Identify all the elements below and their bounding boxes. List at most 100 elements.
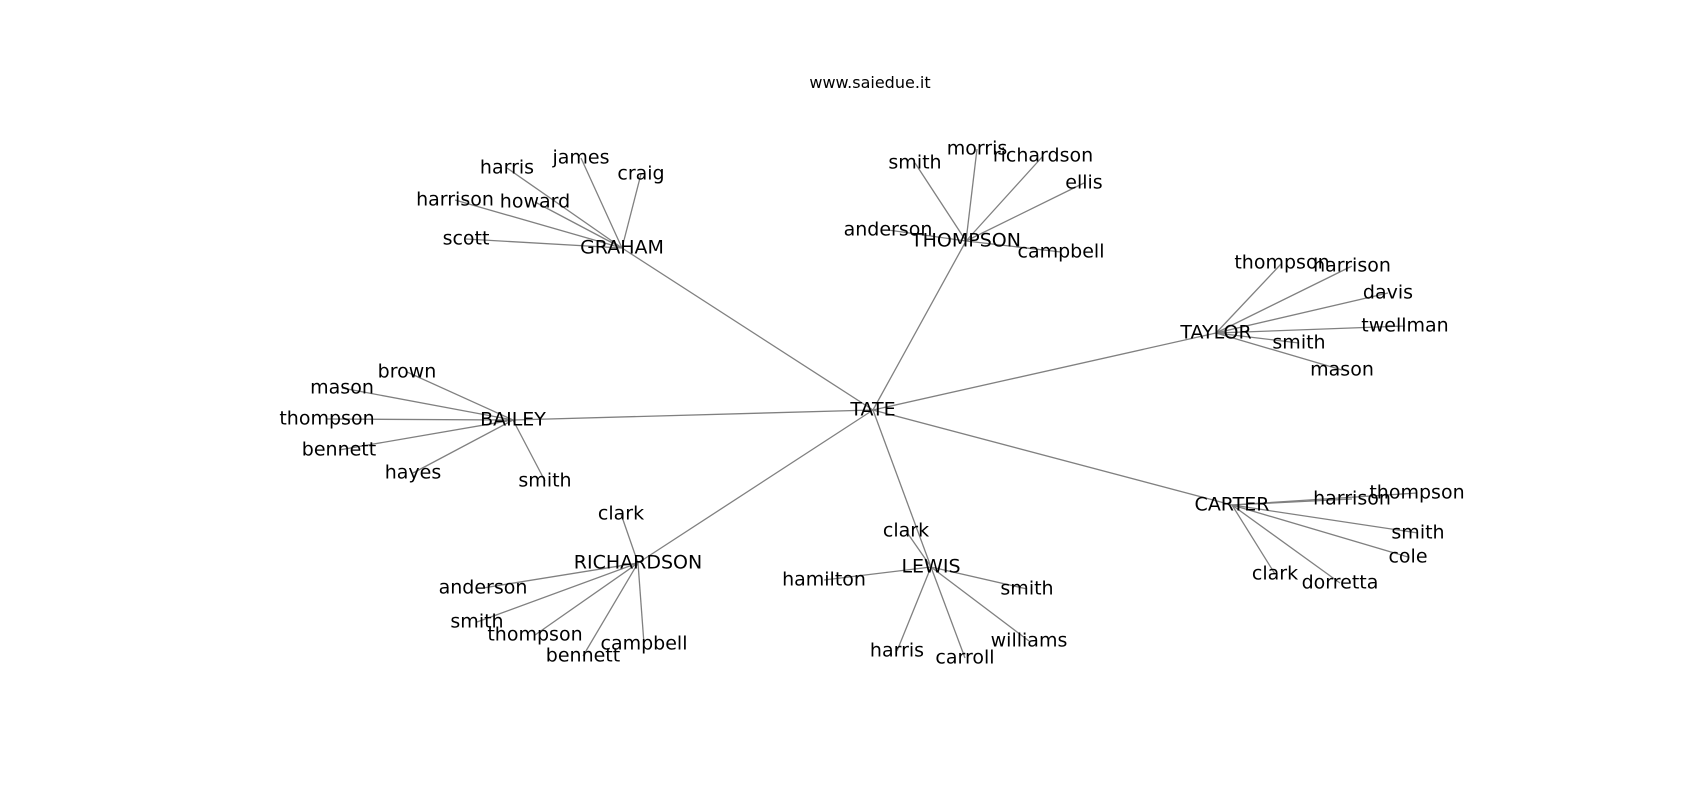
edge-taylor-harrison [1215, 265, 1353, 334]
labels-layer: TATE GRAHAM harris james craig harrison howard… [279, 138, 1464, 669]
edge-thompson-campbell [965, 240, 1062, 253]
hub-node-carter: CARTER [1195, 494, 1270, 516]
edge-bailey-hayes [412, 419, 514, 474]
edge-bailey-brown [406, 371, 514, 421]
edge-taylor-mason [1215, 332, 1343, 371]
edge-bailey-thompson [326, 418, 514, 421]
leaf-node-carter-smith: smith [1391, 522, 1444, 544]
leaf-node-taylor-thompson: thompson [1234, 252, 1329, 274]
edge-lewis-smith [930, 566, 1028, 590]
edge-thompson-anderson [887, 229, 967, 242]
edge-thompson-morris [965, 148, 978, 242]
leaf-node-richardson-smith: smith [450, 611, 503, 633]
edge-graham-harris [506, 167, 623, 249]
leaf-node-bailey-bennett: bennett [302, 439, 376, 461]
edge-tate-lewis [872, 409, 932, 568]
edge-tate-richardson [637, 409, 874, 564]
hub-node-richardson: RICHARDSON [574, 552, 702, 574]
leaf-node-thompson-richardson: richardson [993, 145, 1093, 167]
leaf-node-taylor-davis: davis [1363, 282, 1413, 304]
leaf-node-thompson-morris: morris [947, 138, 1008, 160]
site-watermark: www.saiedue.it [809, 73, 930, 92]
leaf-node-carter-cole: cole [1388, 546, 1427, 568]
leaf-node-lewis-williams: williams [991, 630, 1068, 652]
center-node-label: TATE [849, 399, 895, 421]
hub-node-thompson: THOMPSON [910, 230, 1021, 252]
edge-lewis-harris [896, 566, 932, 652]
leaf-node-carter-dorretta: dorretta [1302, 572, 1379, 594]
leaf-node-graham-harris: harris [480, 157, 534, 179]
leaf-node-taylor-smith: smith [1272, 332, 1325, 354]
leaf-node-graham-harrison: harrison [416, 189, 494, 211]
edge-carter-smith [1231, 504, 1419, 534]
edge-richardson-clark [620, 513, 639, 564]
leaf-node-richardson-clark: clark [598, 503, 644, 525]
edge-bailey-smith [512, 419, 546, 482]
edge-carter-dorretta [1231, 504, 1341, 584]
leaf-node-graham-howard: howard [500, 191, 570, 213]
edge-graham-scott [465, 238, 623, 249]
edge-graham-harrison [454, 199, 623, 249]
leaf-node-bailey-brown: brown [378, 361, 437, 383]
edge-richardson-smith [476, 562, 639, 623]
leaf-node-bailey-smith: smith [518, 470, 571, 492]
edge-tate-thompson [872, 240, 967, 411]
leaf-node-richardson-anderson: anderson [439, 577, 528, 599]
hub-node-taylor: TAYLOR [1179, 322, 1251, 344]
edge-thompson-richardson [965, 155, 1044, 242]
leaf-node-graham-scott: scott [443, 228, 490, 250]
edge-tate-graham [621, 247, 874, 411]
edge-taylor-davis [1215, 292, 1389, 334]
edge-tate-taylor [872, 332, 1217, 411]
leaf-node-thompson-smith: smith [888, 152, 941, 174]
edge-richardson-campbell [637, 562, 645, 645]
leaf-node-richardson-bennett: bennett [546, 645, 620, 667]
edge-taylor-thompson [1215, 262, 1283, 334]
edge-graham-james [580, 157, 623, 249]
leaf-node-graham-james: james [551, 147, 609, 169]
leaf-node-taylor-harrison: harrison [1313, 255, 1391, 277]
leaf-node-bailey-mason: mason [310, 377, 374, 399]
leaf-node-lewis-hamilton: hamilton [782, 569, 866, 591]
edge-tate-bailey [512, 409, 874, 421]
edge-richardson-thompson [534, 562, 639, 636]
edge-carter-clark [1231, 504, 1276, 575]
edge-richardson-bennett [582, 562, 639, 657]
leaf-node-lewis-smith: smith [1000, 578, 1053, 600]
leaf-node-richardson-campbell: campbell [601, 633, 688, 655]
leaf-node-carter-thompson: thompson [1369, 482, 1464, 504]
edge-tate-carter [872, 409, 1233, 506]
edge-carter-cole [1231, 504, 1409, 558]
edge-lewis-williams [930, 566, 1030, 642]
leaf-node-taylor-mason: mason [1310, 359, 1374, 381]
leaf-node-graham-craig: craig [617, 163, 664, 185]
edge-lewis-clark [905, 530, 932, 568]
edge-taylor-twellman [1215, 325, 1406, 334]
leaf-node-richardson-thompson: thompson [487, 624, 582, 646]
hub-node-graham: GRAHAM [580, 237, 664, 259]
edge-taylor-smith [1215, 332, 1300, 344]
edge-graham-howard [534, 201, 623, 249]
edge-thompson-ellis [965, 182, 1085, 242]
leaf-node-thompson-campbell: campbell [1018, 241, 1105, 263]
leaf-node-lewis-clark: clark [883, 520, 929, 542]
leaf-node-bailey-hayes: hayes [385, 462, 442, 484]
leaf-node-thompson-ellis: ellis [1065, 172, 1102, 194]
leaf-node-carter-clark: clark [1252, 563, 1298, 585]
edge-bailey-bennett [338, 419, 514, 451]
leaf-node-carter-harrison: harrison [1313, 488, 1391, 510]
leaf-node-bailey-thompson: thompson [279, 408, 374, 430]
edge-lewis-carroll [930, 566, 966, 659]
edges-layer [326, 148, 1419, 659]
edge-carter-thompson [1231, 492, 1418, 506]
edge-bailey-mason [341, 387, 514, 421]
leaf-node-lewis-harris: harris [870, 640, 924, 662]
edge-richardson-anderson [482, 562, 639, 589]
leaf-node-lewis-carroll: carroll [935, 647, 994, 669]
edge-lewis-hamilton [823, 566, 932, 581]
leaf-node-taylor-twellman: twellman [1361, 315, 1448, 337]
hub-node-lewis: LEWIS [901, 556, 960, 578]
leaf-node-thompson-anderson: anderson [844, 219, 933, 241]
edge-thompson-smith [914, 162, 967, 242]
